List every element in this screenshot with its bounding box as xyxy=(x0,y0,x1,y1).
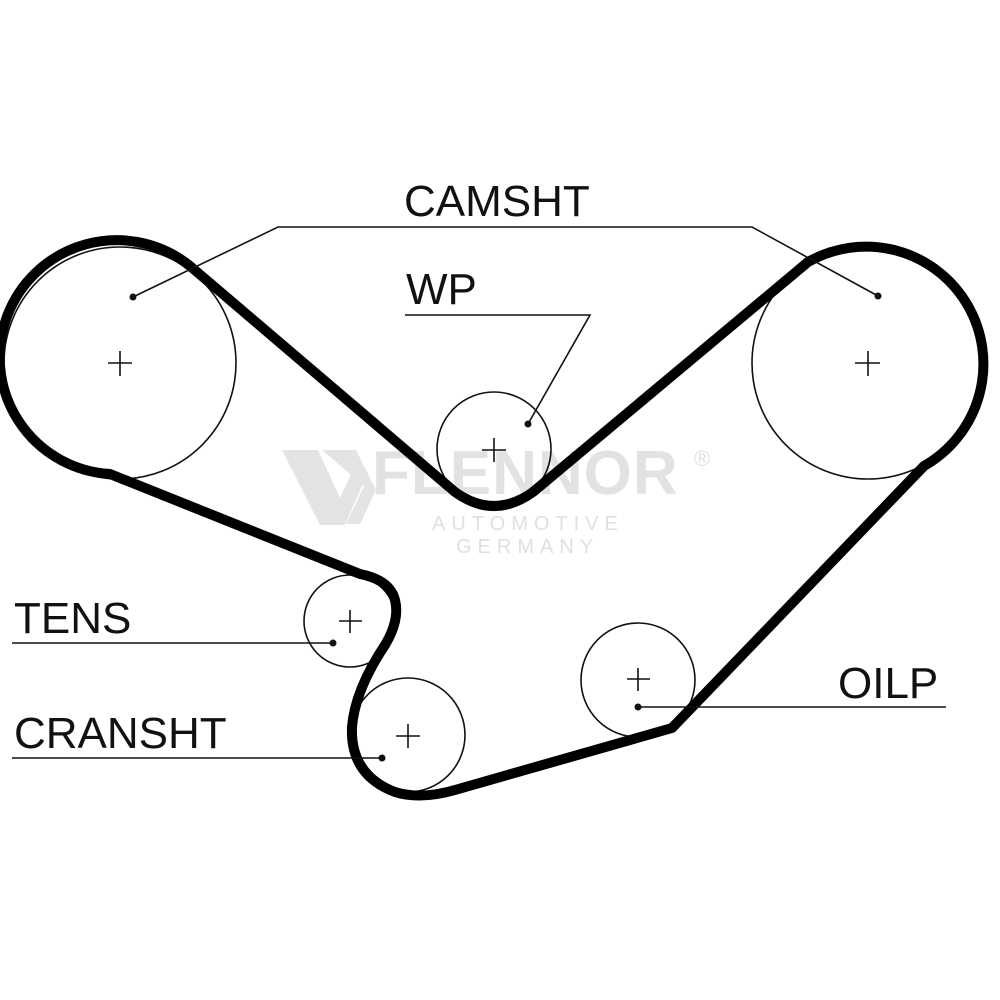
flennor-logo-icon-part xyxy=(322,450,376,524)
leader-dot xyxy=(129,293,137,301)
label-crankshaft: CRANSHT xyxy=(14,709,227,758)
crosshair-icon xyxy=(396,724,420,748)
watermark-germany: GERMANY xyxy=(456,536,599,558)
label-tensioner: TENS xyxy=(14,594,131,643)
label-water-pump: WP xyxy=(406,265,477,314)
watermark-registered: ® xyxy=(694,446,710,471)
crosshair-icon xyxy=(108,351,132,376)
leader-water-pump xyxy=(405,314,592,425)
leader-dots xyxy=(129,292,882,762)
watermark-automotive: AUTOMOTIVE xyxy=(432,513,624,535)
crosshair-icon xyxy=(855,351,880,376)
leader-dot xyxy=(874,292,882,300)
leader-camshaft xyxy=(132,226,879,298)
timing-belt xyxy=(0,235,989,801)
leader-dot xyxy=(524,420,532,428)
crosshair-icon xyxy=(482,438,506,462)
leader-dot xyxy=(329,639,337,647)
leader-dot xyxy=(634,703,642,711)
crosshair-icon xyxy=(627,668,650,691)
label-camshaft: CAMSHT xyxy=(404,177,590,226)
label-oil-pump: OILP xyxy=(838,659,938,708)
leader-dot xyxy=(378,754,386,762)
center-marks xyxy=(108,351,880,748)
crosshair-icon xyxy=(339,610,362,633)
flennor-watermark: FLENNOR ® AUTOMOTIVE GERMANY xyxy=(282,439,710,558)
flennor-logo-icon xyxy=(282,450,368,525)
